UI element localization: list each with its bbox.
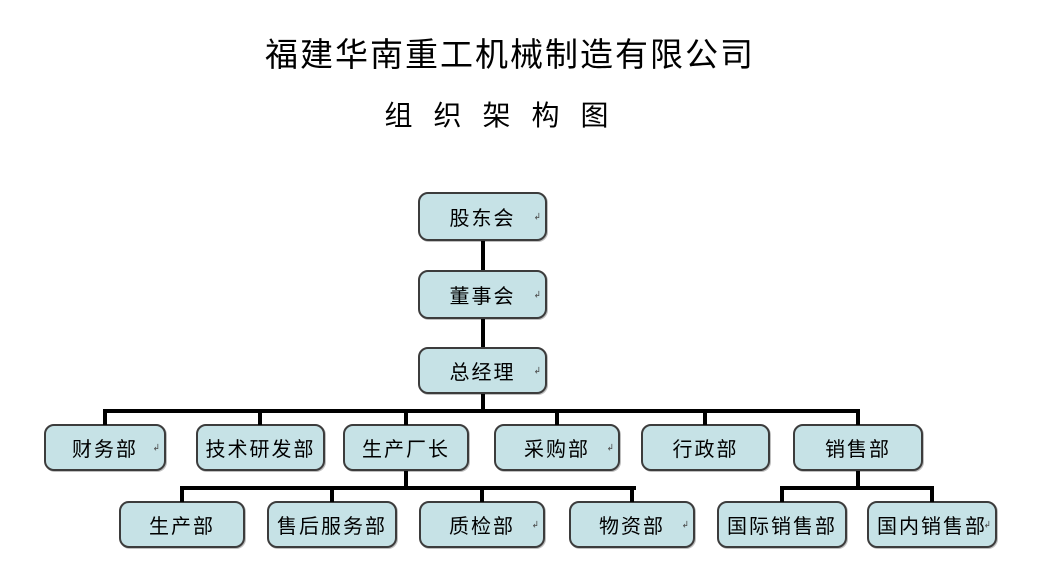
connector-line [103, 409, 107, 425]
org-node-general-manager[interactable]: 总经理 ↲ [418, 347, 547, 394]
connector-line [480, 486, 484, 502]
connector-line [703, 409, 707, 425]
connector-line [630, 486, 634, 502]
connector-line [481, 241, 485, 270]
connector-line [780, 486, 784, 502]
connector-line [856, 471, 860, 490]
org-node-production[interactable]: 生产部 ↲ [119, 501, 245, 548]
connector-line [481, 319, 485, 347]
org-node-label: 总经理 [449, 362, 516, 384]
org-node-label: 国际销售部 [727, 516, 837, 538]
paragraph-mark-icon: ↲ [606, 443, 614, 454]
org-node-after-sales[interactable]: 售后服务部 ↲ [267, 501, 397, 548]
org-node-board[interactable]: 董事会 ↲ [418, 270, 547, 319]
page-title: 福建华南重工机械制造有限公司 [265, 38, 755, 74]
connector-line [180, 486, 184, 502]
connector-line [404, 409, 408, 425]
connector-line [404, 471, 408, 490]
org-node-label: 股东会 [449, 208, 516, 230]
org-node-label: 国内销售部 [877, 516, 987, 538]
connector-line [780, 486, 934, 490]
org-node-label: 质检部 [449, 516, 515, 538]
org-node-label: 生产厂长 [362, 439, 450, 461]
paragraph-mark-icon: ↲ [531, 520, 539, 531]
org-node-label: 行政部 [672, 439, 739, 461]
paragraph-mark-icon: ↲ [983, 520, 991, 531]
connector-line [555, 409, 559, 425]
org-node-label: 董事会 [449, 286, 516, 308]
connector-line [930, 486, 934, 502]
org-node-materials[interactable]: 物资部 ↲ [569, 501, 695, 548]
connector-line [481, 394, 485, 413]
org-node-admin[interactable]: 行政部 ↲ [641, 424, 770, 471]
org-node-intl-sales[interactable]: 国际销售部 ↲ [717, 501, 847, 548]
org-node-qc[interactable]: 质检部 ↲ [419, 501, 545, 548]
paragraph-mark-icon: ↲ [533, 366, 541, 377]
paragraph-mark-icon: ↲ [152, 443, 160, 454]
org-node-label: 生产部 [149, 516, 215, 538]
paragraph-mark-icon: ↲ [533, 212, 541, 223]
connector-line [330, 486, 334, 502]
org-node-shareholders[interactable]: 股东会 ↲ [418, 192, 547, 241]
org-node-finance[interactable]: 财务部 ↲ [44, 424, 166, 471]
connector-line [856, 409, 860, 425]
page-subtitle: 组 织 架 构 图 [384, 101, 616, 132]
org-node-label: 采购部 [524, 439, 590, 461]
connector-line [258, 409, 262, 425]
org-node-purchasing[interactable]: 采购部 ↲ [494, 424, 620, 471]
org-node-sales[interactable]: 销售部 ↲ [793, 424, 923, 471]
org-node-label: 销售部 [825, 439, 891, 461]
paragraph-mark-icon: ↲ [533, 290, 541, 301]
org-node-domestic-sales[interactable]: 国内销售部 ↲ [867, 501, 997, 548]
paragraph-mark-icon: ↲ [681, 520, 689, 531]
org-node-label: 物资部 [599, 516, 665, 538]
org-node-label: 技术研发部 [205, 439, 316, 461]
org-node-label: 财务部 [72, 439, 138, 461]
org-node-production-director[interactable]: 生产厂长 ↲ [343, 424, 469, 471]
org-node-label: 售后服务部 [277, 516, 387, 538]
org-node-rnd[interactable]: 技术研发部 ↲ [196, 424, 325, 471]
connector-line [180, 486, 636, 490]
connector-line [103, 409, 860, 413]
